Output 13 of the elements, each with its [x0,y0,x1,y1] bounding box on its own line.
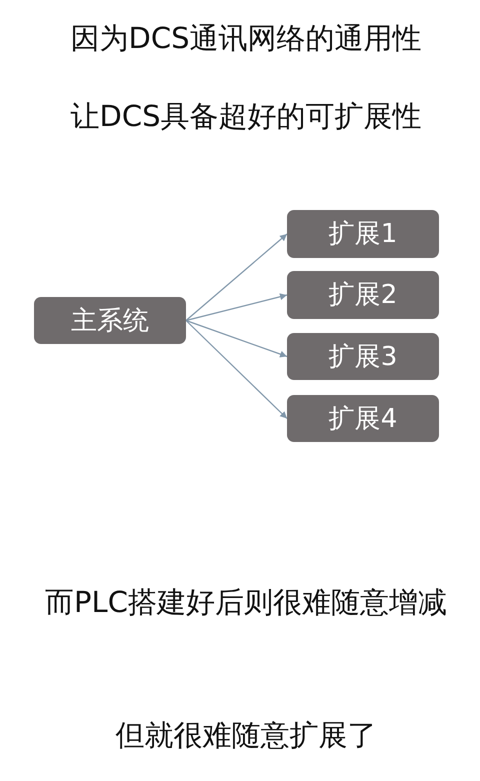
extension-box: 扩展2 [287,271,439,319]
extension-box: 扩展4 [287,395,439,442]
arrow [186,234,288,321]
arrow [186,320,288,419]
extension-box: 扩展3 [287,333,439,380]
statement-text: 但就很难随意扩展了 [116,717,376,753]
arrow [186,293,288,322]
statement-text: 而PLC搭建好后则很难随意增减 [45,584,447,620]
extension-box: 扩展1 [287,210,439,258]
main-system-box: 主系统 [34,297,186,344]
arrow [186,320,288,358]
heading-text: 因为DCS通讯网络的通用性 [70,20,422,56]
heading-text: 让DCS具备超好的可扩展性 [70,98,422,134]
